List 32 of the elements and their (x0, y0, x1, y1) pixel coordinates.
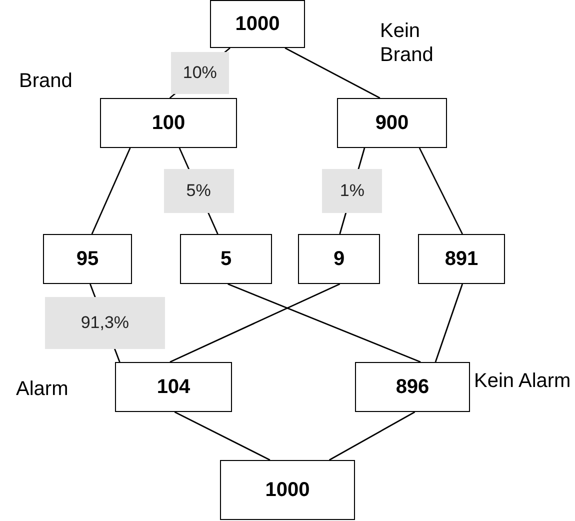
connector-line (174, 411, 270, 461)
number-box (298, 234, 380, 284)
number-box (43, 234, 132, 284)
connector-line (418, 148, 463, 234)
branch-caption: Kein Alarm (474, 369, 572, 393)
branch-caption: Kein Brand (380, 19, 434, 67)
edge-label: 91,3% (44, 297, 165, 349)
count-value: 5 (220, 248, 232, 270)
number-box (210, 0, 305, 48)
count-value: 900 (375, 112, 409, 134)
connector-line (329, 411, 416, 461)
count-value: 1000 (235, 12, 280, 36)
count-value: 95 (76, 248, 99, 270)
edge-label: 1% (322, 169, 382, 213)
number-box (418, 234, 505, 284)
branch-caption: Brand (19, 69, 74, 93)
count-value: 104 (156, 376, 190, 398)
edge-label: 10% (170, 52, 229, 94)
count-value: 1000 (265, 478, 310, 502)
connector-line (228, 283, 421, 363)
count-value: 891 (444, 248, 478, 270)
edge-label: 5% (164, 169, 234, 213)
number-box (220, 460, 355, 520)
connector-line (91, 148, 131, 234)
count-value: 896 (396, 376, 430, 398)
connector-line (170, 283, 340, 363)
count-value: 100 (152, 112, 186, 134)
connector-line (434, 284, 464, 362)
connector-line (284, 47, 380, 99)
branch-caption: Alarm (16, 377, 70, 401)
count-value: 9 (333, 248, 345, 270)
number-box (180, 234, 272, 284)
